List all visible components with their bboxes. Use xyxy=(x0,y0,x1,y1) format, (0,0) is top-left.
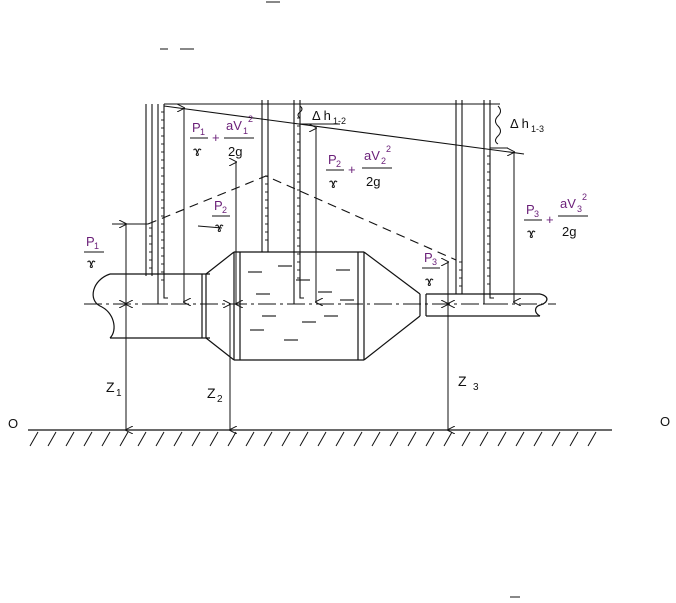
page-marks xyxy=(160,1,520,598)
svg-text:2g: 2g xyxy=(366,174,380,189)
dh12-label: Δ h 1-2 xyxy=(312,108,346,126)
datum-label-right: O xyxy=(660,414,670,429)
head-loss-brace-1-2 xyxy=(297,105,303,119)
svg-text:3: 3 xyxy=(534,209,539,219)
z2-label: Z 2 xyxy=(207,385,223,405)
svg-text:1-3: 1-3 xyxy=(531,124,544,134)
svg-text:2: 2 xyxy=(217,394,223,405)
svg-text:2: 2 xyxy=(582,192,587,202)
svg-text:1: 1 xyxy=(243,126,248,136)
svg-text:P: P xyxy=(526,202,535,217)
svg-text:+: + xyxy=(348,162,356,177)
p2-pressure-head-label: P 2 ɤ xyxy=(212,198,230,235)
svg-text:+: + xyxy=(212,130,220,145)
liquid-marks xyxy=(248,265,354,341)
svg-text:3: 3 xyxy=(432,257,437,267)
svg-text:ɤ: ɤ xyxy=(193,143,202,159)
section2-total-head-label: P 2 ɤ + aV 2 2 2g xyxy=(326,144,392,191)
pipeline xyxy=(92,251,548,361)
svg-text:2: 2 xyxy=(222,205,227,215)
svg-text:P: P xyxy=(424,250,433,265)
svg-text:P: P xyxy=(214,198,223,213)
z3-label: Z 3 xyxy=(458,373,479,393)
section1-total-head-label: P 1 ɤ + aV 1 2 2g xyxy=(190,114,254,159)
dimension-arrows xyxy=(126,108,514,430)
svg-text:3: 3 xyxy=(473,382,479,393)
energy-lines xyxy=(163,103,525,155)
svg-text:2: 2 xyxy=(248,114,253,124)
dh13-label: Δ h 1-3 xyxy=(510,116,544,134)
svg-text:2g: 2g xyxy=(562,224,576,239)
svg-text:ɤ: ɤ xyxy=(215,219,224,235)
head-loss-brace-1-3 xyxy=(495,105,501,145)
svg-text:+: + xyxy=(546,212,554,227)
section3-total-head-label: P 3 ɤ + aV 3 2 2g xyxy=(524,192,588,241)
svg-text:2: 2 xyxy=(381,156,386,166)
svg-text:aV: aV xyxy=(226,118,242,133)
svg-text:1: 1 xyxy=(116,388,122,399)
svg-text:Z: Z xyxy=(458,373,467,389)
svg-text:aV: aV xyxy=(364,148,380,163)
svg-text:ɤ: ɤ xyxy=(527,225,536,241)
svg-text:1: 1 xyxy=(94,241,99,251)
svg-text:Z: Z xyxy=(106,379,115,395)
svg-text:P: P xyxy=(328,152,337,167)
svg-text:3: 3 xyxy=(577,204,582,214)
svg-text:ɤ: ɤ xyxy=(329,175,338,191)
p3-pressure-head-label: P 3 ɤ xyxy=(422,250,440,289)
svg-text:1: 1 xyxy=(200,127,205,137)
z1-label: Z 1 xyxy=(106,379,122,399)
svg-text:2g: 2g xyxy=(228,144,242,159)
total-head-line xyxy=(163,105,525,155)
p1-pressure-head-label: P 1 ɤ xyxy=(84,234,104,271)
datum-line-o-o xyxy=(28,429,612,447)
svg-text:aV: aV xyxy=(560,196,576,211)
svg-text:Δ h: Δ h xyxy=(510,116,529,131)
svg-text:P: P xyxy=(86,234,95,249)
svg-text:ɤ: ɤ xyxy=(425,273,434,289)
datum-label-left: O xyxy=(8,416,18,431)
svg-text:Z: Z xyxy=(207,385,216,401)
piezometric-line xyxy=(147,175,457,261)
svg-text:P: P xyxy=(192,120,201,135)
tube-scale-ticks xyxy=(149,111,490,287)
svg-text:ɤ: ɤ xyxy=(87,255,96,271)
svg-text:Δ h: Δ h xyxy=(312,108,331,123)
svg-text:2: 2 xyxy=(336,159,341,169)
piezometers xyxy=(145,100,494,305)
svg-text:1-2: 1-2 xyxy=(333,116,346,126)
svg-text:2: 2 xyxy=(386,144,391,154)
ground-hatching xyxy=(29,431,597,447)
